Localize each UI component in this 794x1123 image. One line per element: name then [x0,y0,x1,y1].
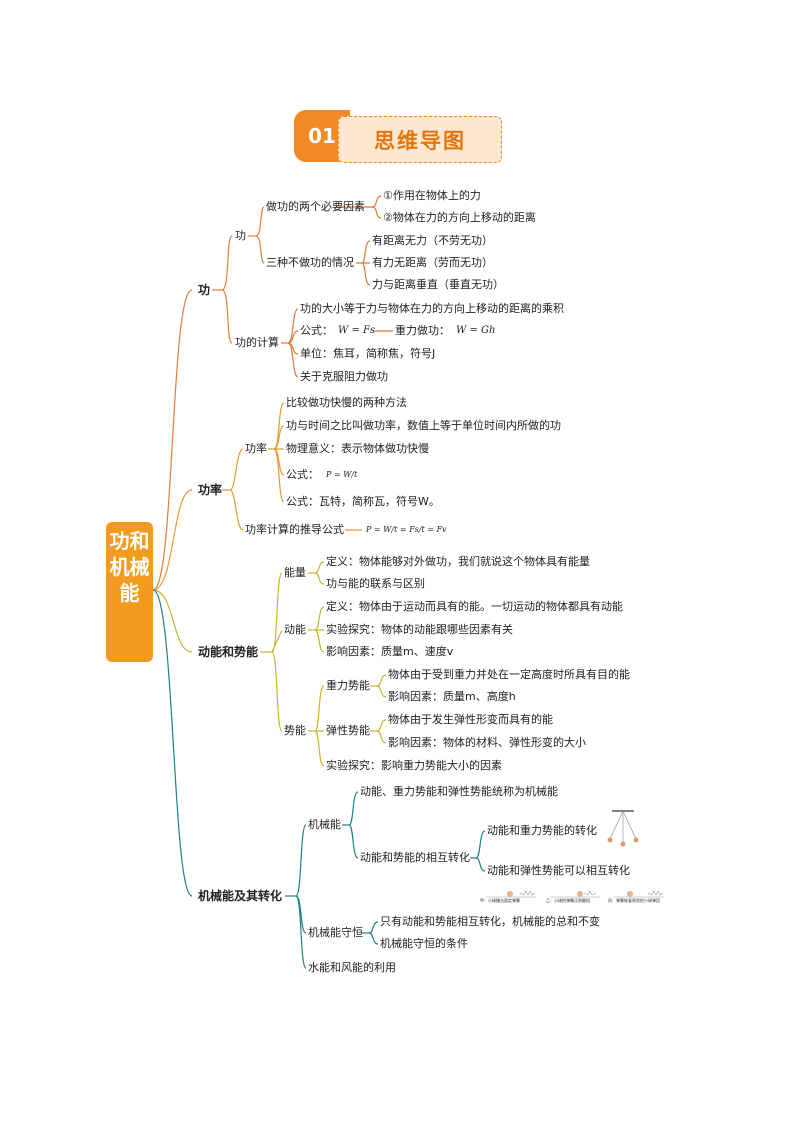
node-case-2: 有力无距离（劳而无功） [372,256,493,269]
node-jixieneng: 机械能 [308,818,341,831]
branch-energy: 动能和势能 [198,645,259,659]
node-power-unit: 公式：瓦特，简称瓦，符号W。 [286,495,440,508]
node-water-wind: 水能和风能的利用 [308,961,396,974]
node-calc-definition: 功的大小等于力与物体在力的方向上移动的距离的乘积 [300,302,564,315]
node-three-cases: 三种不做功的情况 [266,256,354,269]
node-factor-1: ①作用在物体上的力 [383,189,481,202]
node-power-formula-label: 公式： [286,468,319,481]
node-case-3: 力与距离垂直（垂直无功） [372,278,504,291]
branch-power: 功率 [198,483,223,497]
caption-spring-c: 丙：弹簧恢复原状把小球弹回 [608,898,660,903]
node-kinetic-gravity-conversion: 动能和重力势能的转化 [487,824,597,837]
node-dongneng: 动能 [284,623,306,636]
branch-work: 功 [198,283,211,297]
node-work-unit: 单位：焦耳，简称焦，符号J [300,347,436,360]
node-energy-definition: 定义：物体能够对外做功，我们就说这个物体具有能量 [326,555,590,568]
node-formula-label: 公式： [300,324,333,337]
node-power-1: 比较做功快慢的两种方法 [286,396,407,409]
node-two-factors: 做功的两个必要因素 [266,200,365,213]
node-potential-experiment: 实验探究：影响重力势能大小的因素 [326,759,502,772]
node-work-resist: 关于克服阻力做功 [300,370,388,383]
node-elastic-potential-def: 物体由于发生弹性形变而具有的能 [388,713,553,726]
node-mechanical-definition: 动能、重力势能和弹性势能统称为机械能 [360,785,558,798]
branch-mechanical-energy: 机械能及其转化 [198,889,283,903]
caption-spring-b: 乙：小球把弹簧压到最短 [546,898,590,903]
node-conservation-def: 只有动能和势能相互转化，机械能的总和不变 [380,915,600,928]
formula-power-derive: P = W/t = Fs/t = Fv [366,525,447,534]
node-gravity-potential: 重力势能 [326,679,370,692]
formula-work: W = Fs [338,325,376,336]
node-power-derive: 功率计算的推导公式 [245,523,344,536]
node-shineng: 势能 [284,724,306,737]
node-work-calc: 功的计算 [235,336,279,349]
pendulum-illustration [607,810,639,847]
node-kinetic-factors: 影响因素：质量m、速度v [326,645,454,658]
section-title: 思维导图 [338,116,502,163]
node-work-energy-relation: 功与能的联系与区别 [326,577,425,590]
caption-spring-a: 甲：小球撞击固定弹簧 [480,898,520,903]
node-conservation-condition: 机械能守恒的条件 [380,937,468,950]
node-gravity-potential-factors: 影响因素：质量m、高度h [388,690,516,703]
node-kinetic-experiment: 实验探究：物体的动能跟哪些因素有关 [326,623,513,636]
node-case-1: 有距离无力（不劳无功） [372,234,493,247]
node-elastic-potential-factors: 影响因素：物体的材料、弹性形变的大小 [388,736,586,749]
node-gravity-potential-def: 物体由于受到重力并处在一定高度时所具有目的能 [388,668,630,681]
formula-gravity-work: W = Gh [456,325,496,336]
node-kinetic-elastic-conversion: 动能和弹性势能可以相互转化 [487,864,630,877]
node-power-2: 功与时间之比叫做功率，数值上等于单位时间内所做的功 [286,419,561,432]
node-mutual-conversion: 动能和势能的相互转化 [360,851,470,864]
node-gravity-label: 重力做功： [395,324,450,337]
node-gong: 功 [235,229,246,242]
root-topic: 功和机械能 [106,522,153,662]
node-gonglv: 功率 [245,442,267,455]
formula-power: P = W/t [326,470,358,479]
node-conservation: 机械能守恒 [308,926,363,939]
node-power-3: 物理意义：表示物体做功快慢 [286,442,429,455]
spring-ball-illustration [486,890,664,898]
node-nengliang: 能量 [284,566,306,579]
node-kinetic-definition: 定义：物体由于运动而具有的能。一切运动的物体都具有动能 [326,600,623,613]
node-factor-2: ②物体在力的方向上移动的距离 [383,211,536,224]
node-elastic-potential: 弹性势能 [326,724,370,737]
